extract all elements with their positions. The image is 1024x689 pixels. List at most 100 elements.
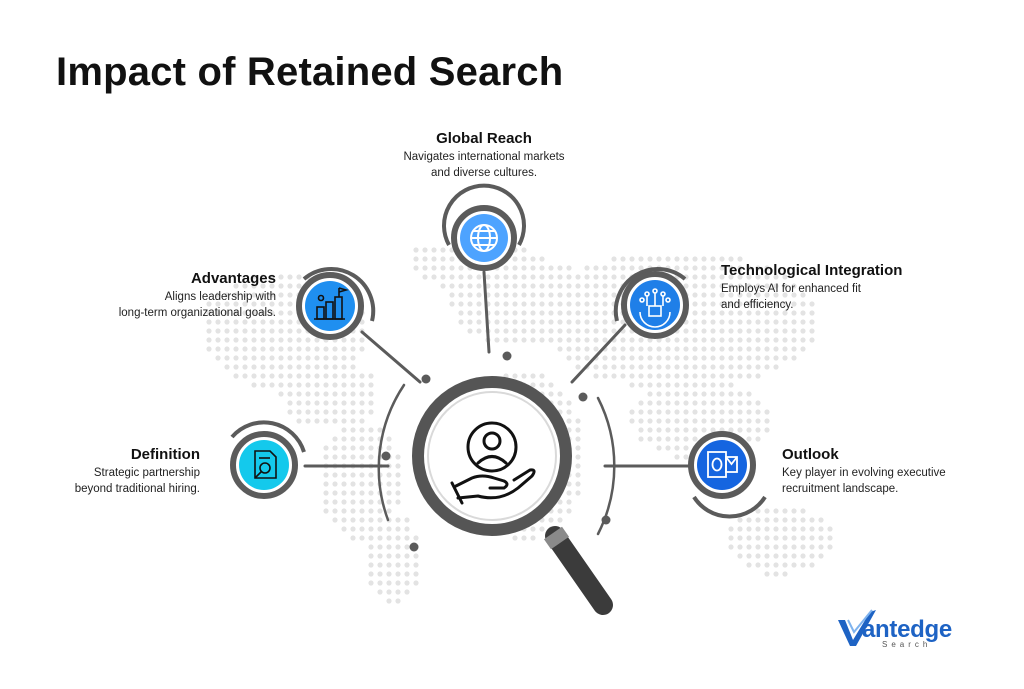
map-dot bbox=[269, 382, 275, 388]
map-dot bbox=[611, 346, 617, 352]
map-dot bbox=[467, 301, 473, 307]
map-dot bbox=[512, 535, 518, 541]
map-dot bbox=[377, 580, 383, 586]
map-dot bbox=[746, 265, 752, 271]
map-dot bbox=[539, 274, 545, 280]
map-dot bbox=[791, 301, 797, 307]
map-dot bbox=[341, 355, 347, 361]
map-dot bbox=[287, 310, 293, 316]
map-dot bbox=[602, 355, 608, 361]
map-dot bbox=[440, 256, 446, 262]
map-dot bbox=[323, 364, 329, 370]
map-dot bbox=[602, 328, 608, 334]
map-dot bbox=[251, 319, 257, 325]
map-dot bbox=[782, 535, 788, 541]
map-dot bbox=[476, 301, 482, 307]
page-title: Impact of Retained Search bbox=[56, 50, 564, 94]
magnifier-handle bbox=[543, 526, 613, 615]
map-dot bbox=[764, 265, 770, 271]
map-dot bbox=[755, 526, 761, 532]
map-dot bbox=[782, 310, 788, 316]
map-dot bbox=[575, 490, 581, 496]
map-dot bbox=[467, 319, 473, 325]
node-global-reach[interactable] bbox=[442, 183, 526, 271]
map-dot bbox=[710, 409, 716, 415]
map-dot bbox=[710, 310, 716, 316]
map-dot bbox=[368, 391, 374, 397]
map-dot bbox=[341, 373, 347, 379]
vantedge-logo: antedge Search bbox=[836, 606, 986, 652]
map-dot bbox=[674, 427, 680, 433]
map-dot bbox=[782, 562, 788, 568]
map-dot bbox=[692, 346, 698, 352]
map-dot bbox=[233, 373, 239, 379]
map-dot bbox=[710, 256, 716, 262]
map-dot bbox=[656, 409, 662, 415]
map-dot bbox=[287, 283, 293, 289]
map-dot bbox=[404, 517, 410, 523]
map-dot bbox=[782, 319, 788, 325]
map-dot bbox=[287, 319, 293, 325]
map-dot bbox=[548, 337, 554, 343]
map-dot bbox=[485, 283, 491, 289]
map-dot bbox=[512, 328, 518, 334]
map-dot bbox=[359, 391, 365, 397]
map-dot bbox=[233, 364, 239, 370]
map-dot bbox=[791, 526, 797, 532]
map-dot bbox=[656, 436, 662, 442]
map-dot bbox=[206, 337, 212, 343]
map-dot bbox=[710, 391, 716, 397]
map-dot bbox=[377, 562, 383, 568]
map-dot bbox=[404, 589, 410, 595]
map-dot bbox=[629, 409, 635, 415]
map-dot bbox=[593, 283, 599, 289]
map-dot bbox=[566, 310, 572, 316]
map-dot bbox=[746, 427, 752, 433]
map-dot bbox=[368, 445, 374, 451]
node-advantages[interactable] bbox=[296, 267, 376, 340]
map-dot bbox=[764, 409, 770, 415]
map-dot bbox=[791, 517, 797, 523]
map-dot bbox=[575, 274, 581, 280]
map-dot bbox=[782, 517, 788, 523]
connector-dot bbox=[381, 451, 391, 461]
map-dot bbox=[791, 328, 797, 334]
node-technological-integration[interactable] bbox=[613, 267, 689, 339]
map-dot bbox=[566, 337, 572, 343]
map-dot bbox=[737, 283, 743, 289]
map-dot bbox=[251, 346, 257, 352]
map-dot bbox=[476, 274, 482, 280]
map-dot bbox=[485, 274, 491, 280]
map-dot bbox=[719, 328, 725, 334]
map-dot bbox=[701, 310, 707, 316]
map-dot bbox=[368, 490, 374, 496]
map-dot bbox=[422, 265, 428, 271]
map-dot bbox=[521, 328, 527, 334]
node-outlook[interactable] bbox=[688, 431, 767, 519]
map-dot bbox=[314, 346, 320, 352]
card-description: Key player in evolving executive recruit… bbox=[782, 467, 946, 495]
map-dot bbox=[782, 328, 788, 334]
map-dot bbox=[368, 562, 374, 568]
map-dot bbox=[260, 364, 266, 370]
node-definition[interactable] bbox=[230, 420, 306, 499]
map-dot bbox=[404, 562, 410, 568]
map-dot bbox=[341, 382, 347, 388]
map-dot bbox=[674, 256, 680, 262]
map-dot bbox=[359, 382, 365, 388]
map-dot bbox=[503, 274, 509, 280]
map-dot bbox=[557, 346, 563, 352]
map-dot bbox=[800, 553, 806, 559]
map-dot bbox=[629, 418, 635, 424]
logo-subtitle: Search bbox=[882, 640, 932, 649]
map-dot bbox=[359, 526, 365, 532]
map-dot bbox=[719, 400, 725, 406]
logo-wordmark: antedge bbox=[862, 616, 952, 643]
map-dot bbox=[728, 319, 734, 325]
map-dot bbox=[296, 382, 302, 388]
map-dot bbox=[575, 346, 581, 352]
map-dot bbox=[800, 535, 806, 541]
map-dot bbox=[323, 445, 329, 451]
map-dot bbox=[575, 319, 581, 325]
map-dot bbox=[251, 301, 257, 307]
